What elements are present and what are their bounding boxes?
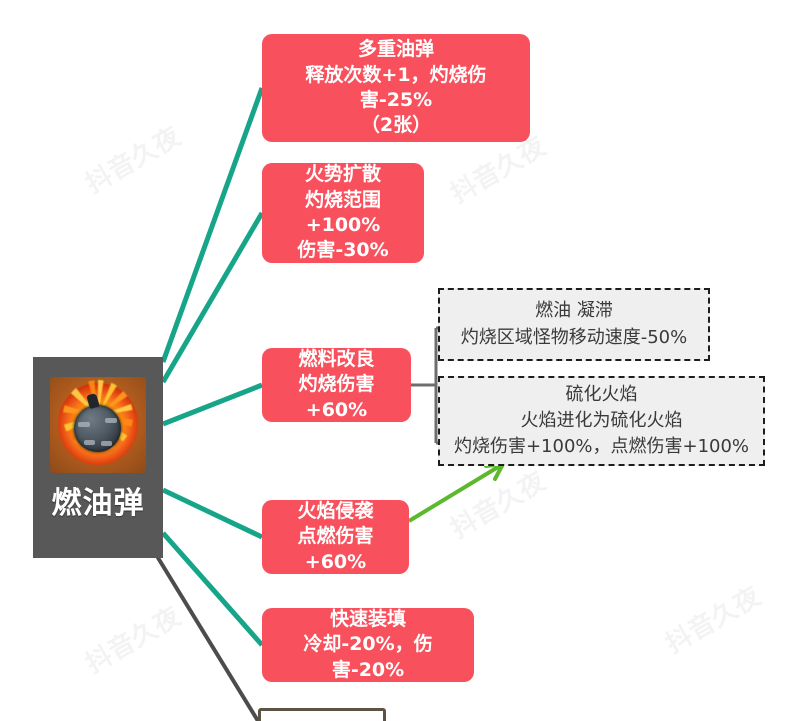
bomb-body-icon bbox=[74, 405, 121, 452]
card-title: 火势扩散 bbox=[304, 163, 381, 186]
card-detail-line: 灼烧伤害+60% bbox=[298, 373, 375, 421]
card-title: 燃油 凝滞 bbox=[535, 300, 613, 322]
bomb-plate bbox=[78, 422, 90, 427]
card-flame-assault[interactable]: 火焰侵袭 点燃伤害+60% bbox=[262, 500, 409, 574]
card-detail-line: （2张） bbox=[360, 114, 432, 137]
edge-root-to-flame-assault bbox=[161, 487, 264, 540]
card-detail-line: 冷却-20%，伤害-20% bbox=[303, 633, 433, 681]
card-detail-line: 灼烧伤害+100%，点燃伤害+100% bbox=[453, 436, 750, 458]
card-title: 多重油弹 bbox=[357, 38, 434, 61]
bracket-fuel-improvement bbox=[411, 326, 465, 445]
edge-root-to-multi-oil-bomb bbox=[160, 87, 265, 363]
card-detail-line: 点燃伤害+60% bbox=[297, 525, 374, 573]
edge-root-to-quick-reload bbox=[161, 531, 264, 647]
card-title: 硫化火焰 bbox=[565, 383, 638, 405]
root-skill-node[interactable]: 燃油弹 bbox=[33, 357, 163, 558]
edge-root-to-fire-spread bbox=[160, 211, 265, 384]
card-quick-reload[interactable]: 快速装填 冷却-20%，伤害-20% bbox=[262, 608, 474, 682]
card-detail-line: 火焰进化为硫化火焰 bbox=[520, 409, 683, 431]
bomb-plate bbox=[101, 441, 112, 446]
fuel-bomb-icon bbox=[50, 377, 146, 473]
card-title: 火焰侵袭 bbox=[297, 499, 374, 522]
card-multi-oil-bomb[interactable]: 多重油弹 释放次数+1，灼烧伤害-25% （2张） bbox=[262, 34, 530, 142]
card-fuel-stagnation[interactable]: 燃油 凝滞 灼烧区域怪物移动速度-50% bbox=[438, 288, 710, 361]
card-offscreen-bottom[interactable] bbox=[258, 708, 386, 721]
edge-root-to-hidden-node bbox=[150, 546, 260, 721]
edge-flame-assault-to-sulfide-flame bbox=[407, 462, 505, 523]
card-title: 快速装填 bbox=[329, 607, 406, 630]
card-detail-line: 灼烧区域怪物移动速度-50% bbox=[460, 326, 688, 348]
card-fuel-improvement[interactable]: 燃料改良 灼烧伤害+60% bbox=[262, 348, 411, 422]
bomb-plate bbox=[84, 440, 95, 445]
edge-root-to-fuel-improvement bbox=[162, 382, 263, 427]
card-detail-line: 灼烧范围+100% bbox=[304, 188, 381, 236]
root-skill-label: 燃油弹 bbox=[51, 486, 145, 521]
bomb-plate bbox=[105, 418, 117, 423]
card-detail-line: 伤害-30% bbox=[297, 239, 389, 262]
card-sulfide-flame[interactable]: 硫化火焰 火焰进化为硫化火焰 灼烧伤害+100%，点燃伤害+100% bbox=[438, 376, 765, 466]
card-detail-line: 释放次数+1，灼烧伤害-25% bbox=[305, 63, 487, 111]
card-fire-spread[interactable]: 火势扩散 灼烧范围+100% 伤害-30% bbox=[262, 163, 424, 263]
card-title: 燃料改良 bbox=[298, 347, 375, 370]
